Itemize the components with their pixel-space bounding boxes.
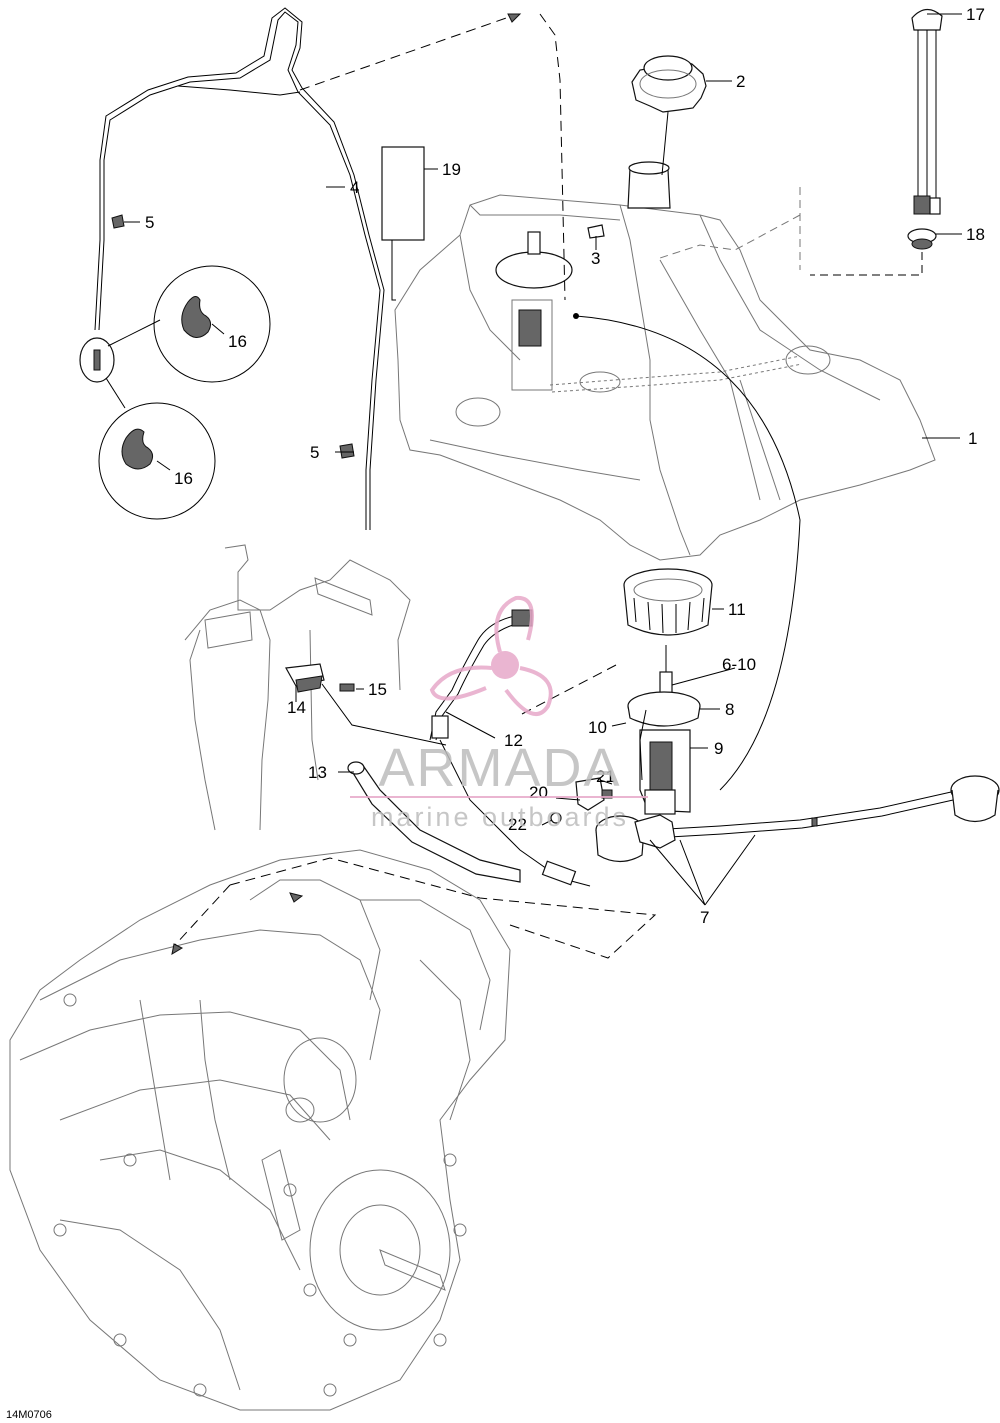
vent-hose xyxy=(94,7,566,530)
hose-bracket xyxy=(285,663,325,693)
callout-21: 21 xyxy=(596,767,615,786)
label-decal xyxy=(381,146,425,241)
callout-4: 4 xyxy=(350,178,359,197)
callout-16-upper: 16 xyxy=(228,332,247,351)
leader-lines xyxy=(124,13,962,906)
callout-17: 17 xyxy=(966,5,985,24)
fuel-supply-hose xyxy=(347,739,591,887)
watermark-tagline: marine outboards xyxy=(371,802,629,832)
watermark-brand: ARMADA xyxy=(378,738,621,798)
bracket-bolt xyxy=(339,683,355,692)
callout-13: 13 xyxy=(308,763,327,782)
callout-11: 11 xyxy=(728,600,746,619)
callout-14: 14 xyxy=(287,698,306,717)
fuel-pump-module xyxy=(627,671,701,815)
part-callouts: 1 2 3 4 5 5 6-10 7 8 9 10 11 12 13 14 15… xyxy=(145,5,985,927)
grommet xyxy=(907,228,937,250)
callout-1: 1 xyxy=(968,429,977,448)
callout-2: 2 xyxy=(736,72,745,91)
callout-6-10: 6-10 xyxy=(722,655,756,674)
hose-clip xyxy=(339,443,355,459)
callout-16-lower: 16 xyxy=(174,469,193,488)
clamp-detail-upper xyxy=(153,265,271,383)
pump-lock-ring xyxy=(623,568,713,636)
propeller-logo xyxy=(429,595,553,717)
engine-block xyxy=(9,849,511,1411)
hose-clip xyxy=(111,214,125,229)
callout-9: 9 xyxy=(714,739,723,758)
callout-3: 3 xyxy=(591,249,600,268)
callout-8: 8 xyxy=(725,700,734,719)
fuel-tank xyxy=(394,161,936,561)
diagram-code: 14M0706 xyxy=(6,1409,52,1421)
fuel-fitting-bracket xyxy=(550,777,613,824)
armada-watermark: ARMADA marine outboards xyxy=(350,595,648,832)
callout-5-upper: 5 xyxy=(145,213,154,232)
callout-18: 18 xyxy=(966,225,985,244)
clamp-detail-lower xyxy=(98,402,216,520)
callout-7: 7 xyxy=(700,908,709,927)
clamp-pointer-oval xyxy=(79,319,161,409)
callout-19: 19 xyxy=(442,160,461,179)
tank-cap xyxy=(631,55,707,176)
callout-5-lower: 5 xyxy=(310,443,319,462)
callout-10: 10 xyxy=(588,718,607,737)
fuel-level-sender xyxy=(595,775,1000,863)
fuel-level-gauge-rod xyxy=(911,8,943,215)
fuel-hose-connector xyxy=(429,609,533,741)
callout-22: 22 xyxy=(508,815,527,834)
callout-12: 12 xyxy=(504,731,523,750)
callout-15: 15 xyxy=(368,680,387,699)
